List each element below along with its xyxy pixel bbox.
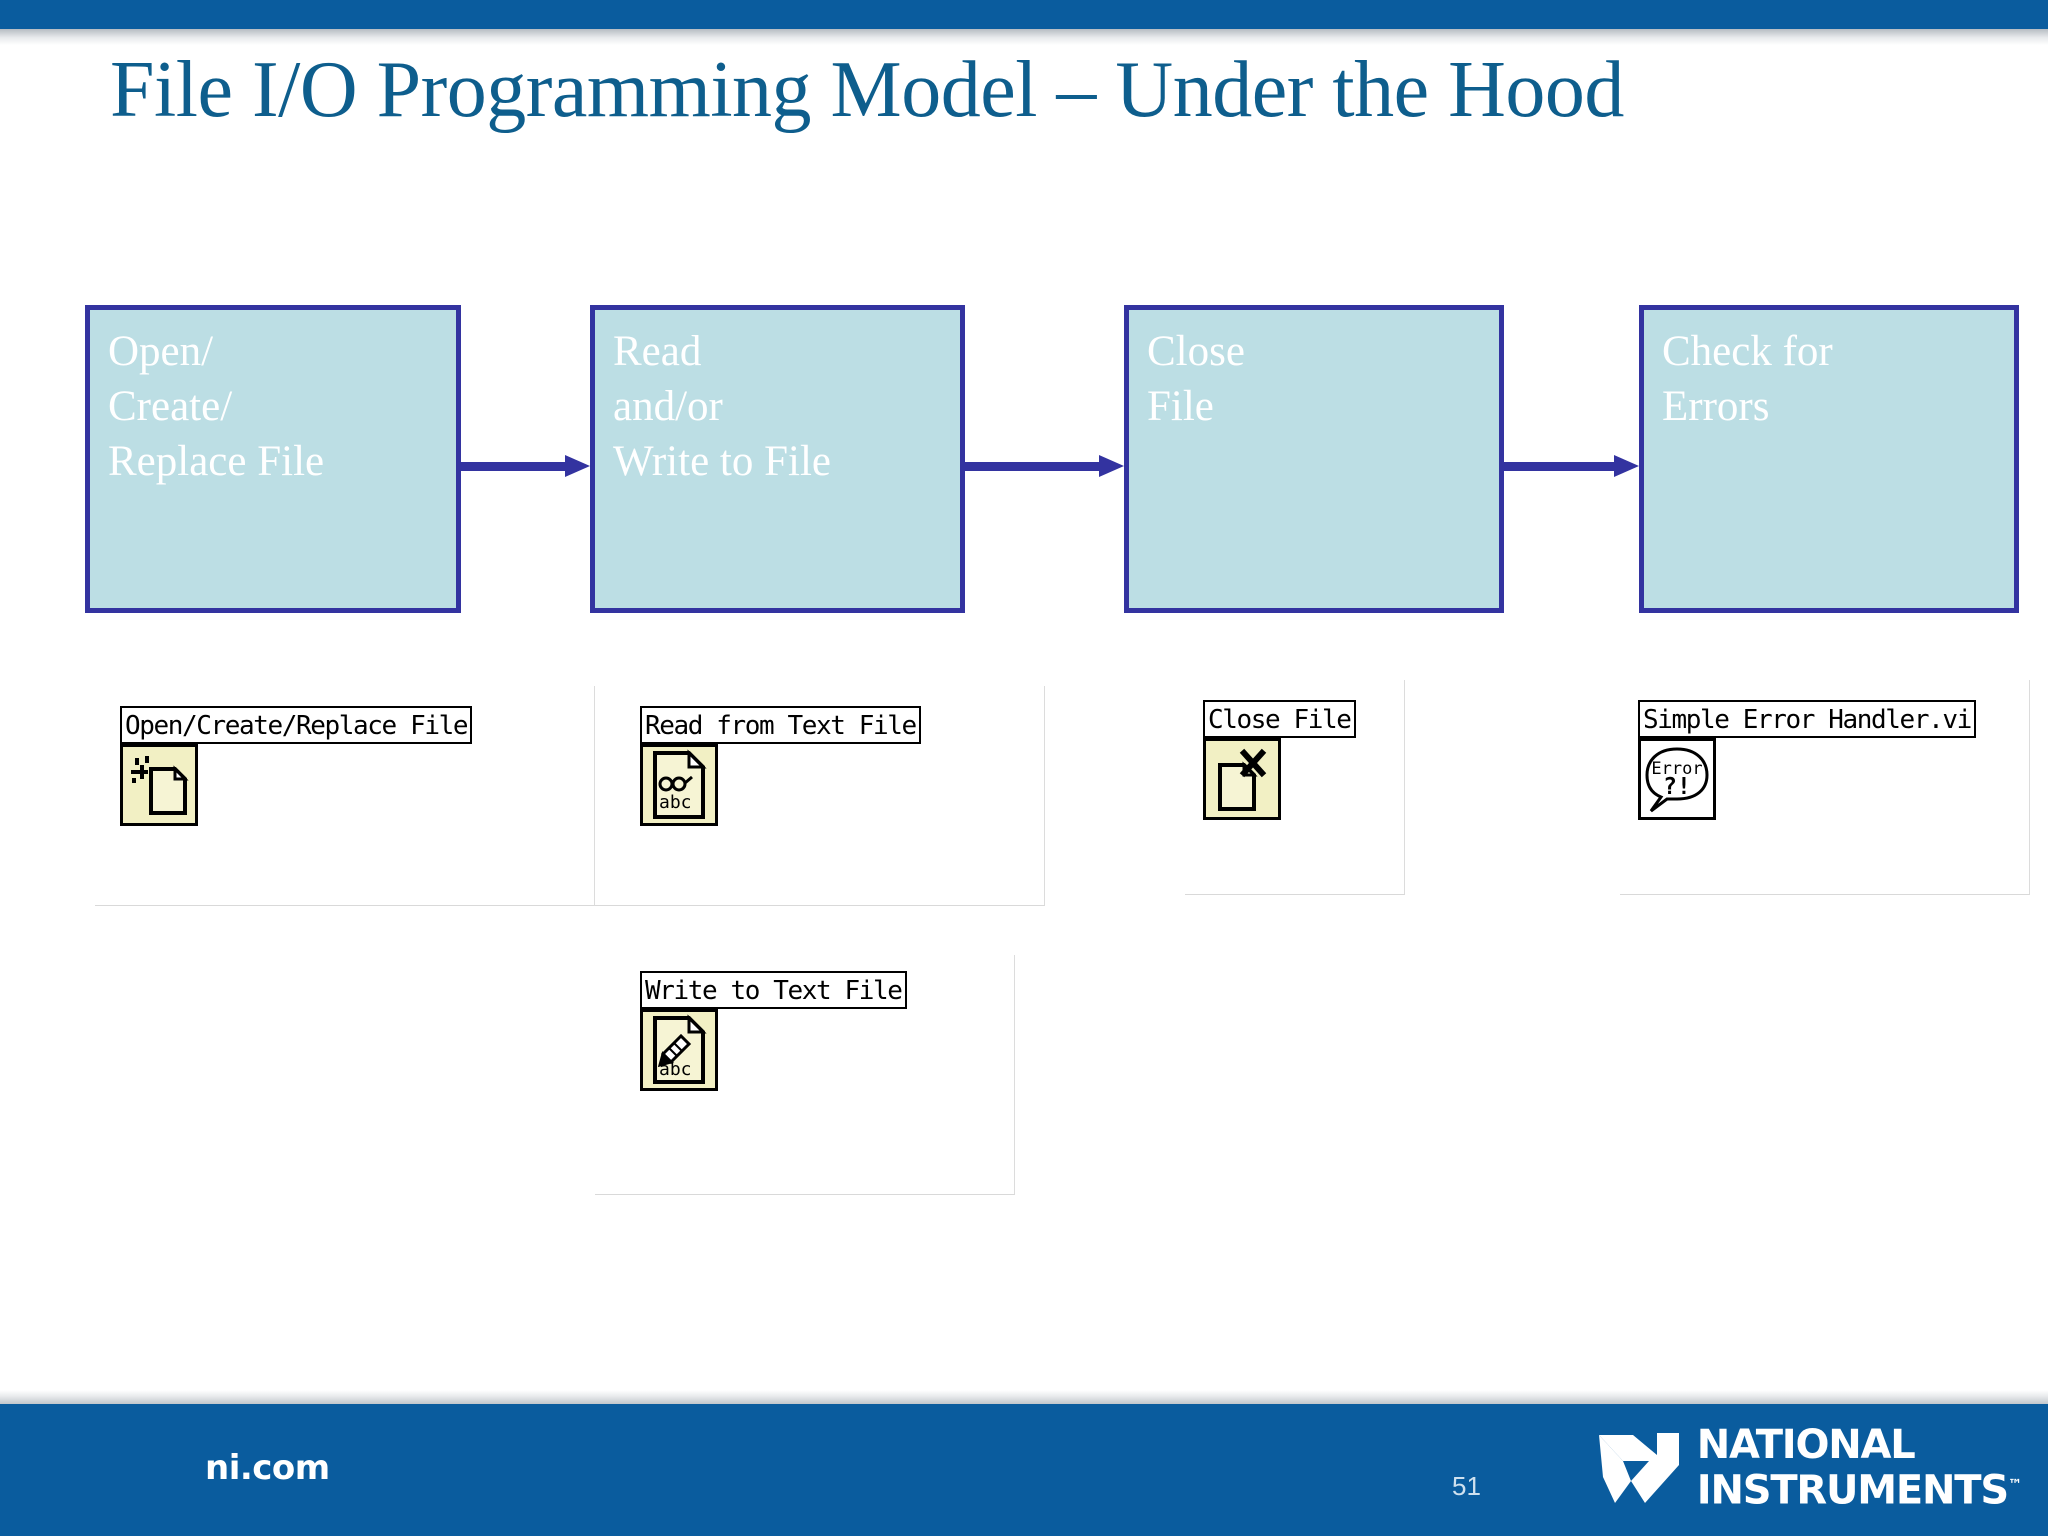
ni-wordmark-line2: INSTRUMENTS™: [1697, 1465, 2022, 1510]
bottom-blue-band: ni.com 51 NATIONAL INSTRUMENTS™: [0, 1404, 2048, 1536]
flow-box-check-errors: Check for Errors: [1639, 305, 2019, 613]
trademark-symbol: ™: [2008, 1476, 2022, 1493]
top-band-shadow: [0, 29, 2048, 45]
vi-snippet-write-to-text-file: Write to Text File abc: [595, 955, 1015, 1195]
flow-box-label: Close File: [1147, 328, 1245, 431]
vi-snippet-simple-error-handler: Simple Error Handler.vi Error ?!: [1620, 680, 2030, 895]
ni-eagle-mark-icon: [1598, 1433, 1679, 1504]
document-with-sparkle-icon: [120, 744, 198, 826]
flow-box-label: Open/ Create/ Replace File: [108, 328, 325, 486]
top-blue-band: [0, 0, 2048, 29]
ni-wordmark: NATIONAL INSTRUMENTS™: [1697, 1425, 2022, 1510]
bottom-band-shadow: [0, 1390, 2048, 1404]
vi-snippet-read-from-text-file: Read from Text File abc: [595, 686, 1045, 906]
arrow-shaft: [1504, 462, 1614, 471]
document-pencil-abc-icon: abc: [640, 1009, 718, 1091]
page-number: 51: [1452, 1471, 1481, 1501]
ni-wordmark-line2-text: INSTRUMENTS: [1696, 1467, 2009, 1513]
arrow-head: [565, 455, 590, 477]
arrow-head: [1614, 455, 1639, 477]
svg-text:?!: ?!: [1663, 774, 1691, 800]
arrow-shaft: [965, 462, 1099, 471]
vi-label: Write to Text File: [640, 971, 907, 1009]
svg-text:abc: abc: [659, 1059, 692, 1080]
error-speech-bubble-icon: Error ?!: [1638, 738, 1716, 820]
vi-label: Simple Error Handler.vi: [1638, 700, 1976, 738]
flow-box-open-create-replace: Open/ Create/ Replace File: [85, 305, 461, 613]
arrow-right-icon: [1504, 455, 1639, 477]
document-glasses-abc-icon: abc: [640, 744, 718, 826]
ni-com-link[interactable]: ni.com: [205, 1448, 330, 1488]
vi-snippet-close-file: Close File: [1185, 680, 1405, 895]
arrow-shaft: [461, 462, 565, 471]
arrow-head: [1099, 455, 1124, 477]
svg-text:abc: abc: [659, 792, 692, 813]
svg-text:Error: Error: [1651, 759, 1702, 779]
flow-box-read-write: Read and/or Write to File: [590, 305, 965, 613]
document-with-x-icon: [1203, 738, 1281, 820]
page-title: File I/O Programming Model – Under the H…: [110, 46, 1624, 134]
national-instruments-logo: NATIONAL INSTRUMENTS™: [1593, 1425, 2022, 1510]
vi-label: Read from Text File: [640, 706, 921, 744]
arrow-right-icon: [461, 455, 590, 477]
flow-box-label: Read and/or Write to File: [613, 328, 832, 486]
arrow-right-icon: [965, 455, 1124, 477]
flow-box-label: Check for Errors: [1662, 328, 1833, 431]
vi-snippet-open-create-replace: Open/Create/Replace File: [95, 686, 595, 906]
ni-wordmark-line1: NATIONAL: [1696, 1421, 1916, 1468]
flow-box-close-file: Close File: [1124, 305, 1504, 613]
vi-label: Open/Create/Replace File: [120, 706, 473, 744]
vi-label: Close File: [1203, 700, 1356, 738]
